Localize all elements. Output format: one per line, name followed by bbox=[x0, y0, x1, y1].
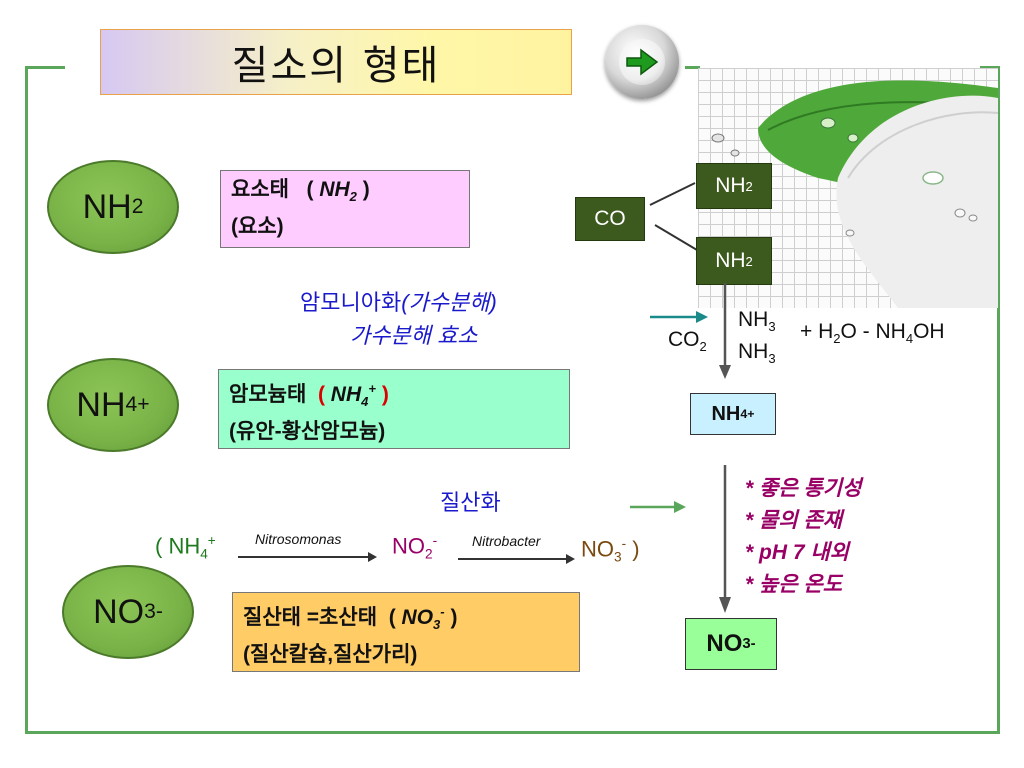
nitrate-label: 질산태 =초산태 bbox=[243, 606, 378, 629]
organism-nitrobacter: Nitrobacter bbox=[472, 533, 541, 549]
right-no3-sub: 3 bbox=[742, 636, 751, 652]
co2-base: CO bbox=[668, 328, 700, 351]
frame-top-mid bbox=[685, 66, 700, 69]
nh4oh-sub: 4 bbox=[905, 331, 914, 347]
nitrate-formula-sub: 3 bbox=[433, 617, 441, 633]
ammonification-label: 암모니아화(가수분해) bbox=[300, 285, 497, 317]
urea-box: 요소태 ( NH2 ) (요소) bbox=[220, 170, 470, 248]
nitrification-end-base: NO bbox=[581, 536, 614, 562]
right-no3-sup: - bbox=[750, 636, 756, 652]
right-nh4-base: NH bbox=[711, 402, 741, 425]
organism-nitrosomonas: Nitrosomonas bbox=[255, 531, 342, 547]
ammonification-italic: (가수분해) bbox=[401, 290, 497, 315]
frame-top-right bbox=[980, 66, 1000, 69]
nitrification-mid-sup: - bbox=[432, 533, 438, 548]
h2o-sub: 2 bbox=[833, 331, 841, 347]
arrow-to-no3 bbox=[719, 465, 731, 613]
nitrification-start-sup: + bbox=[207, 533, 216, 548]
nh3-top: NH3 bbox=[738, 308, 776, 334]
nh3-bottom-base: NH bbox=[738, 340, 769, 363]
oval-nh4-sup: + bbox=[137, 393, 150, 416]
co2-sub: 2 bbox=[699, 339, 707, 355]
right-nh4-sup: + bbox=[747, 407, 755, 421]
teal-arrow bbox=[650, 311, 708, 323]
nitrification-start-sub: 4 bbox=[200, 546, 208, 562]
h2o-rest: O - NH bbox=[840, 320, 906, 343]
h2o-nh4oh: + H2O - NH4OH bbox=[800, 320, 945, 346]
frame-bottom bbox=[25, 731, 1000, 734]
next-button[interactable] bbox=[605, 25, 679, 99]
nh4oh-rest: OH bbox=[913, 320, 945, 343]
nitrification-mid: NO2- bbox=[392, 533, 437, 562]
urea-subtitle: (요소) bbox=[231, 215, 284, 239]
nitrification-start-base: ( NH bbox=[155, 533, 201, 559]
condition-ph: * pH 7 내외 bbox=[745, 541, 849, 564]
nitrification-mid-base: NO bbox=[392, 533, 425, 559]
nh3-bottom: NH3 bbox=[738, 340, 776, 366]
oval-nh4-base: NH bbox=[76, 385, 126, 424]
nitrification-mid-sub: 2 bbox=[425, 546, 433, 562]
ammonium-formula: NH bbox=[330, 383, 362, 406]
conditions-list: * 좋은 통기성 * 물의 존재 * pH 7 내외 * 높은 온도 bbox=[745, 473, 861, 601]
urea-formula-sub: 2 bbox=[349, 189, 357, 205]
oval-no3-sub: 3 bbox=[144, 600, 156, 623]
nh2-bottom-base: NH bbox=[715, 249, 746, 272]
right-nh4-sub: 4 bbox=[740, 407, 748, 421]
oval-no3-base: NO bbox=[93, 592, 145, 631]
nh2-top-base: NH bbox=[715, 174, 746, 197]
oval-nh4-sub: 4 bbox=[125, 393, 138, 416]
nitrification-end-paren: ) bbox=[626, 536, 640, 562]
nitrate-box: 질산태 =초산태 ( NO3- ) (질산칼슘,질산가리) bbox=[232, 592, 580, 672]
oval-nh2-base: NH bbox=[82, 187, 132, 226]
nitrification-end-sub: 3 bbox=[614, 549, 622, 565]
nitrification-start: ( NH4+ bbox=[155, 533, 216, 562]
nitrosomonas-arrow bbox=[238, 552, 377, 562]
ammonium-subtitle: (유안-황산암모늄) bbox=[229, 420, 386, 444]
nh2-bottom-sub: 2 bbox=[745, 253, 753, 269]
co-box: CO bbox=[575, 197, 645, 241]
oval-no3-sup: - bbox=[155, 600, 163, 623]
frame-left bbox=[25, 66, 28, 734]
ammonium-formula-sup: + bbox=[368, 381, 376, 396]
condition-aeration: * 좋은 통기성 bbox=[745, 477, 862, 500]
nitrate-subtitle: (질산칼슘,질산가리) bbox=[243, 643, 418, 667]
urea-bonds bbox=[649, 182, 698, 251]
nitrobacter-arrow bbox=[458, 554, 575, 564]
nitrate-formula: NO bbox=[401, 606, 434, 629]
oval-nh2-sub: 2 bbox=[131, 195, 144, 218]
nitrification-label: 질산화 bbox=[440, 490, 501, 515]
urea-label: 요소태 bbox=[231, 178, 289, 201]
page-title: 질소의 형태 bbox=[100, 29, 572, 95]
condition-temperature: * 높은 온도 bbox=[745, 573, 843, 596]
arrow-to-nh4 bbox=[719, 283, 731, 379]
co2-label: CO2 bbox=[668, 328, 707, 354]
urea-formula: NH bbox=[319, 178, 350, 201]
frame-top-left bbox=[25, 66, 65, 69]
plus-h-label: + H bbox=[800, 320, 834, 343]
nh2-top-sub: 2 bbox=[745, 178, 753, 194]
nh3-top-sub: 3 bbox=[768, 319, 776, 335]
ammonium-label: 암모늄태 bbox=[229, 383, 307, 406]
nitrification-end: NO3- ) bbox=[581, 536, 640, 565]
frame-right bbox=[997, 66, 1000, 734]
enzyme-label: 가수분해 효소 bbox=[350, 323, 478, 348]
nitrification-end-sup: - bbox=[621, 536, 627, 551]
condition-water: * 물의 존재 bbox=[745, 509, 843, 532]
nh3-bottom-sub: 3 bbox=[768, 351, 776, 367]
nh3-top-base: NH bbox=[738, 308, 769, 331]
ammonium-box: 암모늄태 ( NH4+ ) (유안-황산암모늄) bbox=[218, 369, 570, 449]
ammonification-plain: 암모니아화 bbox=[300, 290, 402, 315]
next-arrow-icon bbox=[619, 39, 665, 85]
nitrate-formula-sup: - bbox=[440, 604, 445, 619]
right-no3-base: NO bbox=[706, 630, 743, 657]
ammonium-formula-sub: 4 bbox=[361, 394, 369, 410]
green-arrow bbox=[630, 501, 686, 513]
